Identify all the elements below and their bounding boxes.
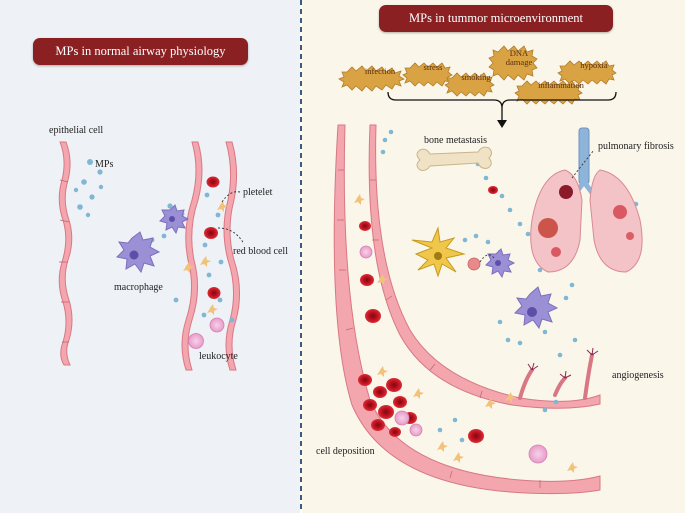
tumor-cell-yellow bbox=[411, 226, 466, 278]
trigger-label-dna-damage: DNA damage bbox=[505, 48, 533, 67]
trigger-label-stress: stress bbox=[423, 62, 443, 72]
trigger-label-inflammation: inflammation bbox=[538, 80, 584, 90]
label-pletelet: pletelet bbox=[243, 187, 273, 198]
trigger-burst-inflammation bbox=[514, 80, 583, 105]
trigger-label-infection: infection bbox=[364, 66, 396, 76]
trigger-burst-stress bbox=[402, 62, 453, 87]
mp-particles-right bbox=[380, 129, 639, 443]
dashed-arrow-tumor bbox=[479, 254, 495, 263]
vessel-cell-lines bbox=[337, 169, 541, 488]
trigger-burst-infection bbox=[338, 65, 405, 92]
trigger-label-hypoxia: hypoxia bbox=[580, 60, 608, 70]
trigger-label-smoking: smoking bbox=[461, 72, 491, 82]
blood-vessel-left bbox=[181, 141, 240, 371]
mp-particles-left bbox=[73, 159, 104, 218]
dashed-arrows-left bbox=[217, 191, 245, 245]
label-macrophage: macrophage bbox=[114, 282, 163, 293]
leukocytes-right bbox=[359, 245, 548, 464]
label-cell-deposition: cell deposition bbox=[316, 446, 375, 457]
platelets-left bbox=[183, 201, 228, 315]
label-pulmonary-fibrosis: pulmonary fibrosis bbox=[598, 141, 674, 152]
angiogenesis-tips bbox=[527, 347, 599, 379]
label-epithelial-cell: epithelial cell bbox=[49, 125, 104, 136]
small-cell-cluster bbox=[467, 257, 481, 271]
platelets-right bbox=[354, 194, 578, 473]
lungs-illustration bbox=[530, 127, 643, 273]
angiogenesis-sprouts bbox=[518, 353, 594, 400]
bone-illustration bbox=[416, 146, 492, 171]
macrophage-cells-left bbox=[115, 204, 190, 274]
converge-bracket bbox=[387, 91, 617, 122]
epithelial-cell-layer bbox=[58, 141, 73, 366]
label-angiogenesis: angiogenesis bbox=[612, 370, 664, 381]
trigger-burst-smoking bbox=[444, 72, 495, 97]
red-blood-cells-right bbox=[358, 186, 498, 443]
label-leukocyte: leukocyte bbox=[199, 351, 238, 362]
right-panel-title: MPs in tummor microenvironment bbox=[379, 5, 613, 32]
converge-arrowhead bbox=[497, 120, 507, 128]
leukocytes-left bbox=[188, 317, 225, 349]
label-red-blood-cell: red blood cell bbox=[233, 246, 288, 257]
label-bone-metastasis: bone metastasis bbox=[424, 135, 488, 146]
red-blood-cells-left bbox=[204, 176, 221, 299]
macrophage-cells-right bbox=[485, 248, 559, 330]
dashed-arrow-lung bbox=[571, 149, 595, 179]
trigger-burst-hypoxia bbox=[557, 60, 617, 85]
panel-divider bbox=[300, 0, 302, 513]
trigger-bursts bbox=[338, 45, 617, 105]
trigger-burst-dna-damage bbox=[488, 45, 538, 81]
label-mps: MPs bbox=[95, 159, 114, 170]
left-panel-title: MPs in normal airway physiology bbox=[33, 38, 248, 65]
